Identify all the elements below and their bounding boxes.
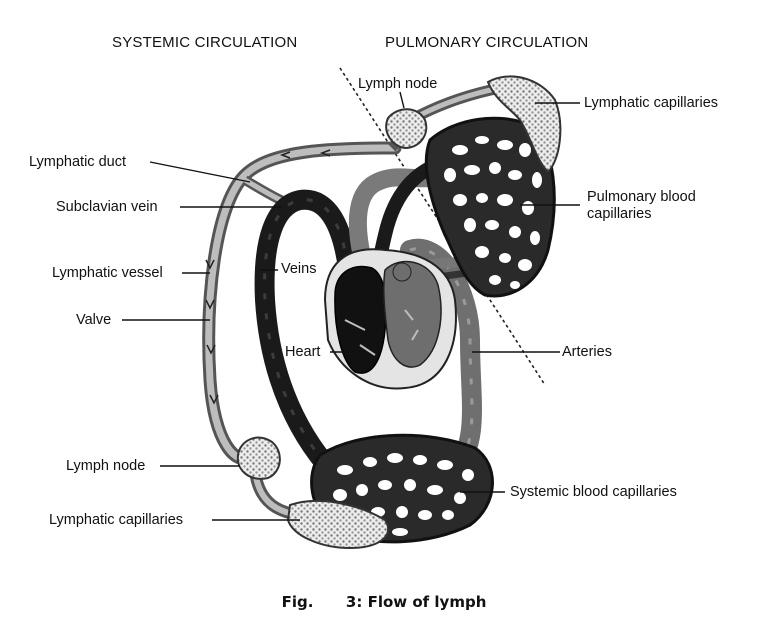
label-arteries: Arteries <box>562 344 612 360</box>
label-heart: Heart <box>285 344 321 360</box>
lymphatic-capillaries-bottom <box>286 499 390 550</box>
label-lymph-node-top: Lymph node <box>358 76 438 92</box>
label-lymphatic-capillaries-top: Lymphatic capillaries <box>584 95 719 111</box>
label-systemic-blood-capillaries: Systemic blood capillaries <box>510 484 677 500</box>
label-subclavian-vein: Subclavian vein <box>56 199 158 215</box>
label-veins: Veins <box>281 261 317 277</box>
label-valve: Valve <box>76 312 112 328</box>
lymphatic-capillaries-top <box>486 75 562 174</box>
caption-fig: Fig. <box>281 593 314 611</box>
label-lymph-node-bottom: Lymph node <box>66 458 146 474</box>
systemic-veins <box>254 189 360 490</box>
label-lymphatic-duct: Lymphatic duct <box>29 154 126 170</box>
pulmonary-capillary-bed <box>424 116 556 298</box>
caption-title: 3: Flow of lymph <box>345 593 487 611</box>
heart-shape <box>323 248 457 390</box>
lymph-node-bottom-shape <box>236 436 281 480</box>
label-lymphatic-vessel: Lymphatic vessel <box>52 265 163 281</box>
pulmonary-circulation-header: PULMONARY CIRCULATION <box>385 34 589 51</box>
label-lymphatic-capillaries-bottom: Lymphatic capillaries <box>49 512 184 528</box>
label-pulmonary-blood-capillaries: Pulmonary blood capillaries <box>587 189 696 222</box>
lymph-node-top-shape <box>385 108 428 150</box>
leader-lines <box>122 91 580 521</box>
systemic-circulation-header: SYSTEMIC CIRCULATION <box>112 34 298 51</box>
figure-caption: Fig. 3: Flow of lymph <box>0 593 768 611</box>
